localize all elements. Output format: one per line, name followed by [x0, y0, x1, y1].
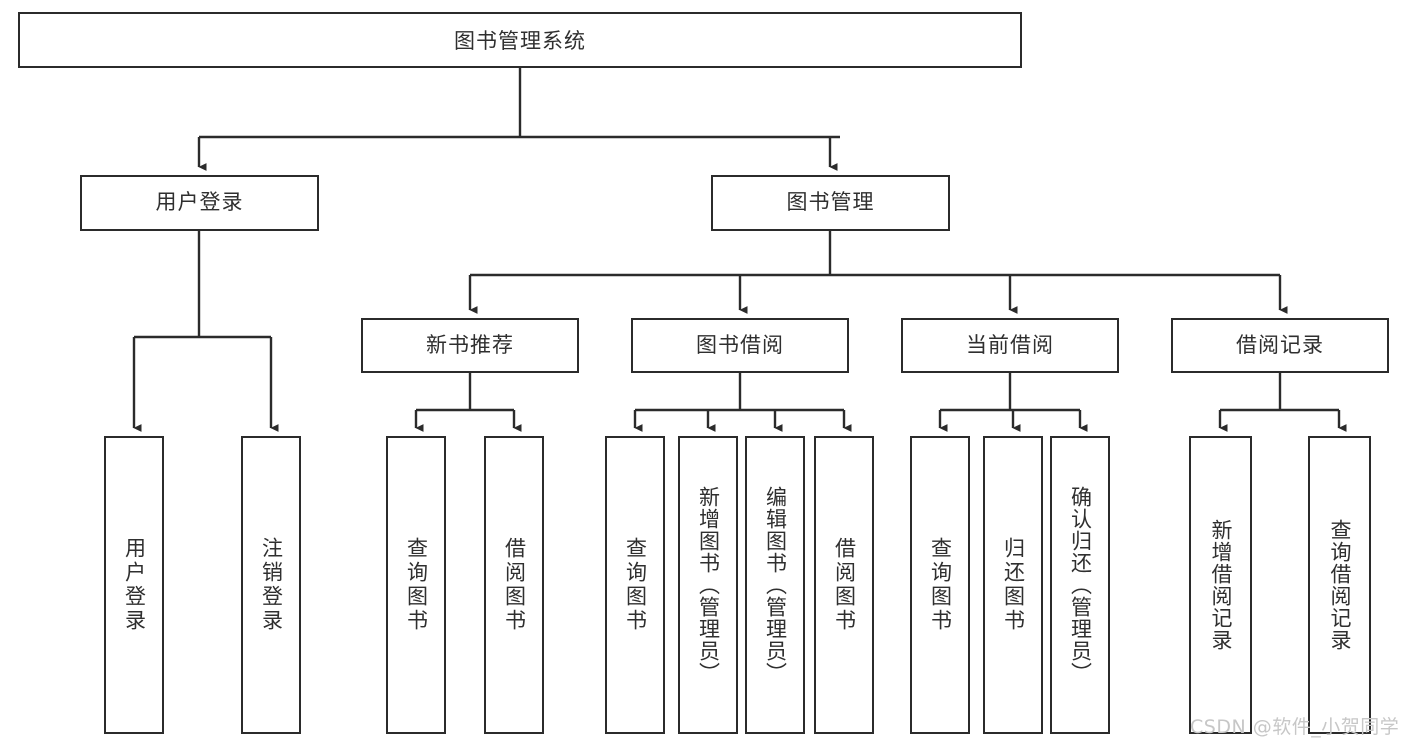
node-leaf-add-book-admin[interactable]: 新增图书（管理员）	[678, 436, 738, 734]
node-book-manage[interactable]: 图书管理	[711, 175, 950, 231]
node-leaf-query-borrow-record[interactable]: 查询借阅记录	[1308, 436, 1371, 734]
edge-bookborrow-to-leaves	[633, 373, 852, 432]
node-leaf-query-book-1[interactable]: 查询图书	[386, 436, 446, 734]
node-current-borrow[interactable]: 当前借阅	[901, 318, 1119, 373]
node-borrow-record[interactable]: 借阅记录	[1171, 318, 1389, 373]
node-new-book-rec[interactable]: 新书推荐	[361, 318, 579, 373]
node-label: 用户登录	[155, 190, 244, 215]
node-leaf-query-book-2[interactable]: 查询图书	[605, 436, 665, 734]
edge-currentborrow-to-leaves	[938, 373, 1088, 432]
edge-bookmanage-to-level3	[468, 231, 1288, 314]
node-label: 当前借阅	[966, 332, 1054, 357]
edge-root-to-level2	[197, 68, 840, 171]
node-user-login[interactable]: 用户登录	[80, 175, 319, 231]
node-leaf-user-login[interactable]: 用户登录	[104, 436, 164, 734]
node-leaf-query-book-3[interactable]: 查询图书	[910, 436, 970, 734]
edge-userlogin-to-leaves	[132, 231, 279, 432]
node-leaf-confirm-return-admin[interactable]: 确认归还（管理员）	[1050, 436, 1110, 734]
edge-borrowrecord-to-leaves	[1218, 373, 1347, 432]
node-label: 新书推荐	[426, 332, 514, 357]
node-leaf-return-book[interactable]: 归还图书	[983, 436, 1043, 734]
node-label: 借阅记录	[1236, 332, 1324, 357]
node-label: 图书借阅	[696, 332, 784, 357]
node-leaf-borrow-book-2[interactable]: 借阅图书	[814, 436, 874, 734]
node-label: 图书管理	[786, 190, 875, 215]
node-book-borrow[interactable]: 图书借阅	[631, 318, 849, 373]
node-leaf-borrow-book-1[interactable]: 借阅图书	[484, 436, 544, 734]
node-label: 图书管理系统	[454, 29, 586, 53]
node-root-system[interactable]: 图书管理系统	[18, 12, 1022, 68]
node-leaf-logout-login[interactable]: 注销登录	[241, 436, 301, 734]
edge-newbook-to-leaves	[414, 373, 522, 432]
node-leaf-add-borrow-record[interactable]: 新增借阅记录	[1189, 436, 1252, 734]
node-leaf-edit-book-admin[interactable]: 编辑图书（管理员）	[745, 436, 805, 734]
